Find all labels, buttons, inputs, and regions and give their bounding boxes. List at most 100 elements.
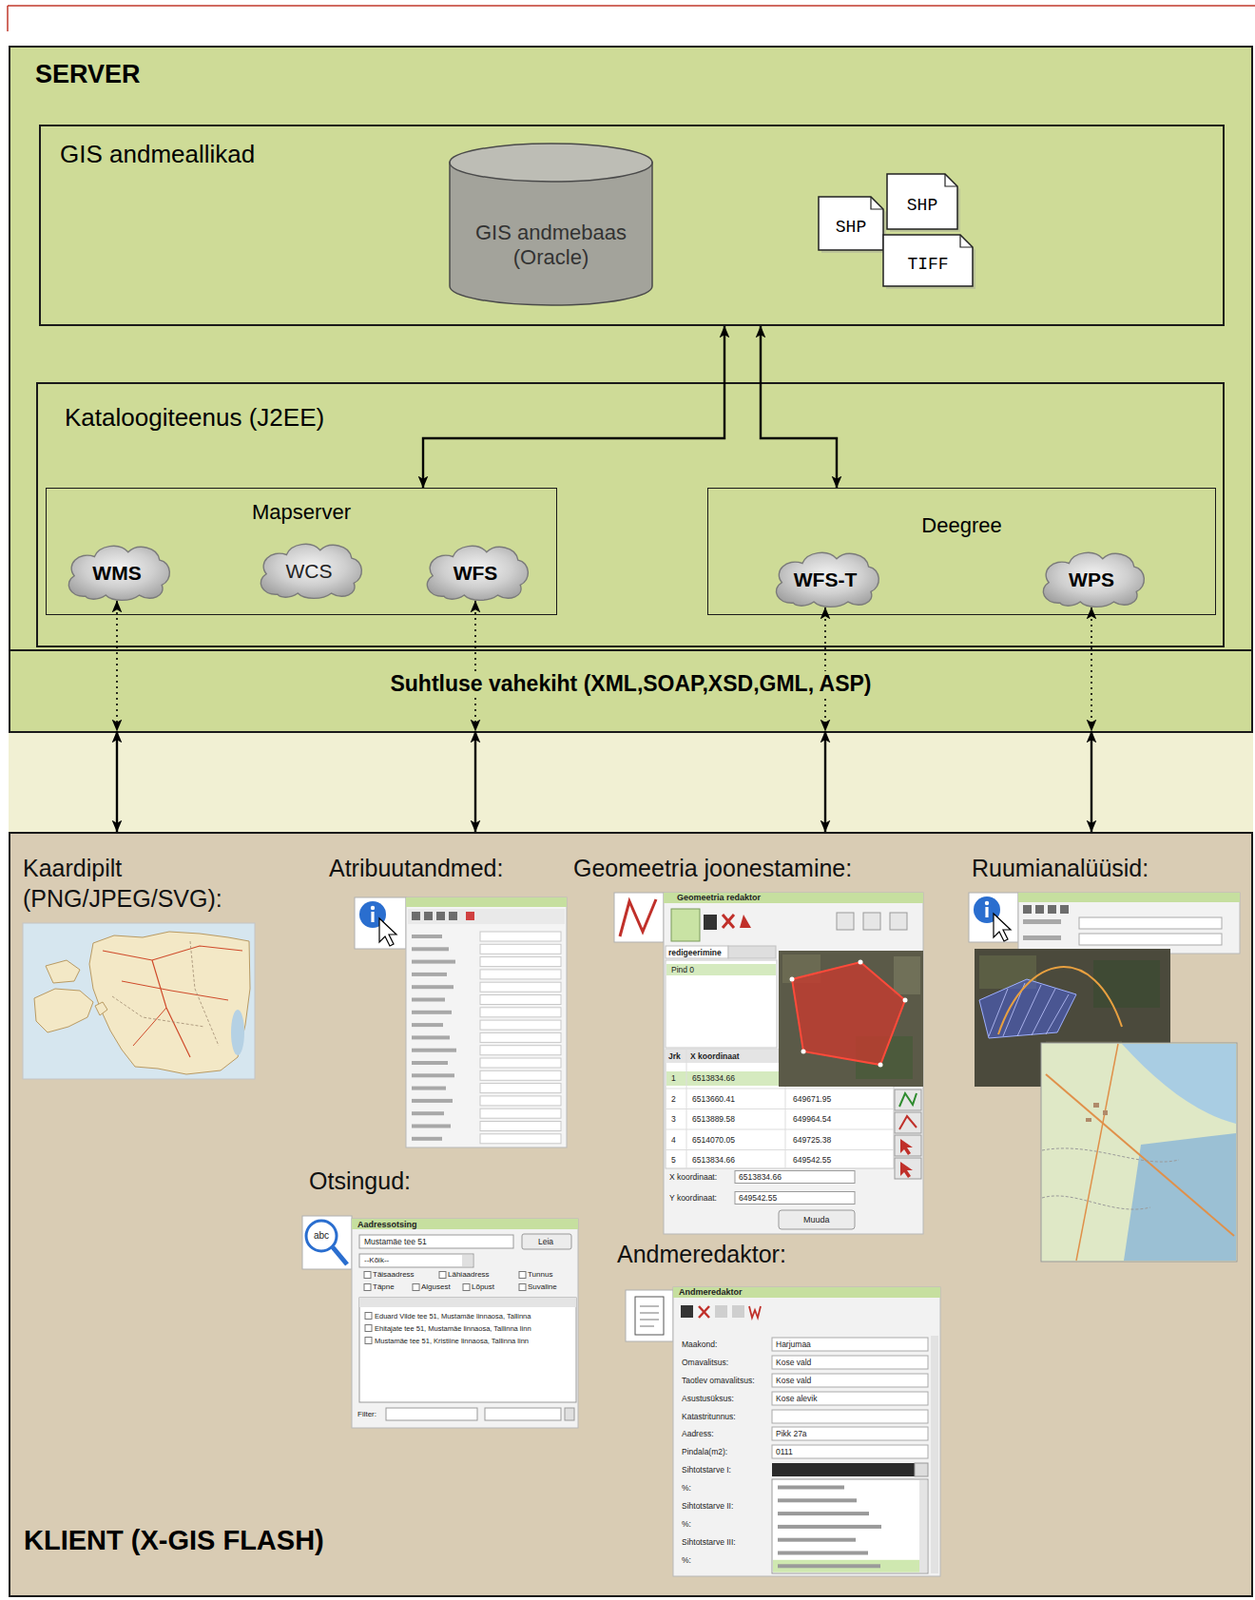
search-icon-part (332, 1247, 348, 1265)
document-icon-part (639, 1326, 655, 1328)
feature-heading: Geomeetria joonestamine: (573, 853, 852, 884)
geometry-editor-panel-part (899, 1093, 917, 1107)
search-panel-part (519, 1284, 526, 1292)
label-anchor: Y koordinaat: (669, 1193, 717, 1203)
screenshot-text: 0111 (775, 1447, 793, 1457)
search-panel-part (462, 1255, 473, 1267)
satellite-image-part (858, 960, 864, 966)
search-panel-part (359, 1297, 577, 1308)
cylinder-outline (449, 161, 653, 306)
geometry-editor-panel-part (665, 960, 777, 1048)
info-icon-part (984, 901, 989, 906)
screenshot-text: 649671.95 (792, 1094, 831, 1104)
screenshot-text: 6513834.66 (692, 1073, 735, 1083)
cloud-outline (260, 543, 362, 599)
screenshot-text: redigeerimine (668, 947, 722, 958)
search-panel-part (364, 1284, 371, 1292)
screenshot-text: Täisaadress (372, 1270, 415, 1280)
screenshot-text: Sihtotstarve I: (681, 1465, 732, 1475)
document-icon-part (625, 1290, 674, 1342)
screenshot-text: Muuda (803, 1215, 831, 1226)
geometry-editor-panel-part (663, 892, 924, 904)
geometry-icon (614, 892, 664, 943)
estonia-map-image-part (231, 1009, 245, 1056)
screenshot-text: Geomeetria redaktor (676, 892, 761, 904)
screenshot-text: Pikk 27a (775, 1428, 808, 1439)
analysis-panel-part (1023, 919, 1062, 925)
attribute-rows-part (411, 972, 447, 977)
frame-mark-part (7, 4, 1255, 7)
screenshot-text: Harjumaa (775, 1339, 811, 1350)
search-panel-part (359, 1235, 514, 1249)
attribute-panel (405, 897, 567, 1148)
gap-band-part (8, 733, 1254, 832)
label-anchor: 649964.54 (792, 1114, 831, 1124)
service-name: WPS (1068, 567, 1115, 592)
search-panel-part (439, 1272, 446, 1279)
screenshot-text: Jrk (668, 1051, 681, 1062)
analysis-map-image-part (1041, 1042, 1237, 1262)
file-type: SHP (835, 217, 867, 239)
geometry-editor-panel-part (900, 1139, 913, 1156)
info-icon-part (354, 897, 406, 949)
attribute-panel-part (405, 897, 567, 1148)
document-icon-part (639, 1319, 659, 1321)
screenshot-text: --Kõik-- (364, 1255, 389, 1266)
label-anchor: X koordinaat (690, 1051, 739, 1062)
estonia-map-image-part (95, 1002, 108, 1016)
label-anchor: Sihtotstarve II: (681, 1501, 734, 1511)
geometry-editor-panel-part (863, 912, 881, 930)
search-icon-part (306, 1220, 337, 1252)
info-icon-part (984, 907, 988, 918)
label-anchor: 6513660.41 (692, 1094, 735, 1104)
label-anchor: 649725.38 (792, 1135, 831, 1145)
page-outline (870, 196, 884, 210)
search-panel-part (463, 1284, 470, 1292)
label-anchor: Kose alevik (775, 1393, 817, 1404)
attribute-rows-part (411, 1010, 452, 1015)
label-anchor: Atribuutandmed: (328, 853, 503, 884)
label-anchor: Aadressotsing (357, 1219, 418, 1231)
geometry-editor-panel-part (666, 1071, 779, 1086)
service-name: WMS (92, 560, 141, 585)
communication-layer-band: Suhtluse vahekiht (XML,SOAP,XSD,GML, ASP… (10, 649, 1252, 732)
screenshot-text: Täpne (372, 1282, 395, 1293)
attribute-rows-part (480, 1134, 561, 1144)
screenshot-text: X koordinaat: (669, 1172, 717, 1182)
attribute-rows-part (411, 998, 445, 1003)
attribute-rows-part (411, 984, 454, 989)
geometry-editor-panel-part (785, 1086, 787, 1169)
dotted-connector (115, 600, 118, 732)
search-icon (302, 1216, 352, 1270)
cloud-outline (1042, 552, 1144, 607)
attribute-rows-part (411, 1137, 443, 1141)
label-anchor: Kose vald (775, 1357, 811, 1368)
info-icon-part (370, 906, 375, 910)
label-anchor: Muuda (803, 1215, 831, 1226)
analysis-panel-part (1047, 905, 1057, 914)
label-anchor: Sihtotstarve I: (681, 1465, 732, 1475)
data-editor-fields-part (919, 1480, 927, 1573)
screenshot-text: Mustamäe tee 51, Kristiine linnaosa, Tal… (374, 1336, 529, 1346)
attribute-panel-part (448, 911, 458, 921)
estonia-map-image-part (133, 1007, 167, 1046)
search-panel-part (351, 1218, 579, 1429)
analysis-map-image-part (1121, 1043, 1236, 1124)
estonia-map-image (22, 923, 255, 1080)
analysis-panel-part (1018, 892, 1240, 954)
connector-arrow (760, 326, 837, 488)
label-anchor: 649542.55 (792, 1155, 831, 1165)
analysis-map-image-part (1085, 1118, 1092, 1122)
data-editor-fields-part (772, 1391, 928, 1406)
estonia-map-image-part (152, 960, 191, 1058)
screenshot-text: Kose alevik (775, 1393, 817, 1404)
analysis-panel-part (1023, 905, 1032, 914)
geometry-editor-panel-part (663, 892, 924, 1235)
geometry-editor-panel-part (734, 1192, 855, 1205)
data-editor-fields-part (777, 1511, 869, 1516)
cloud-outline (426, 545, 528, 600)
screenshot-text: Mustamäe tee 51 (364, 1236, 427, 1247)
document-icon-part (639, 1312, 659, 1314)
satellite-image-part (893, 956, 921, 995)
